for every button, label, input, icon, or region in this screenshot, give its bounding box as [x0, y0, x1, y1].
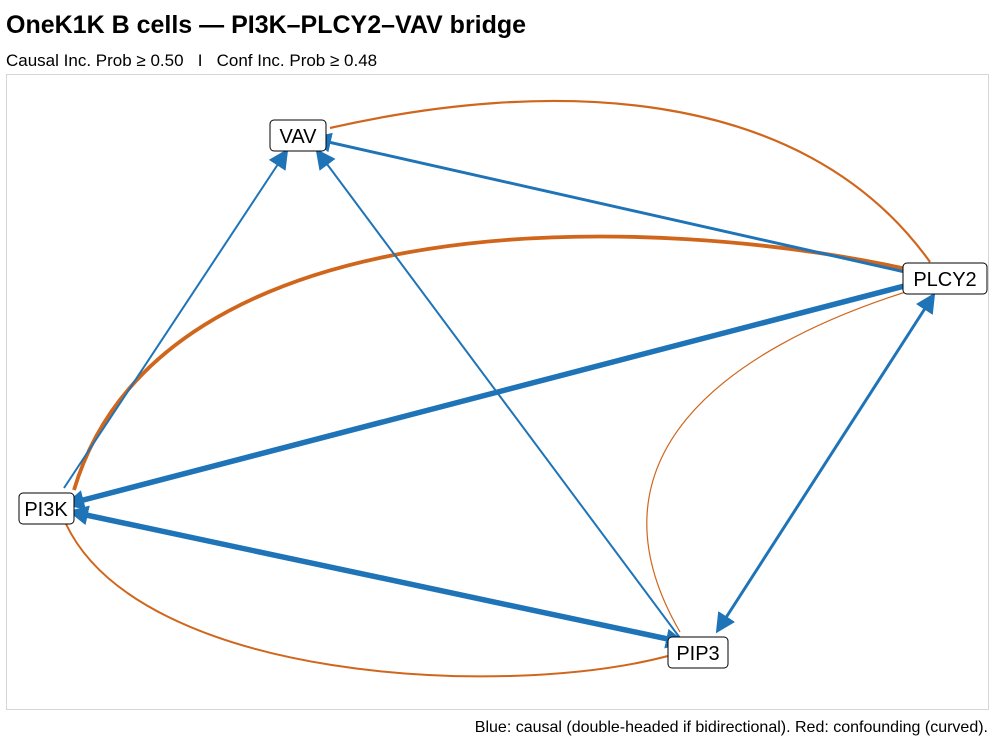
plot-panel: [6, 74, 989, 710]
node-label-plcy2: PLCY2: [913, 269, 976, 291]
edge-pip3-vav: [315, 148, 681, 639]
edge-pi3k-pip3-confounding: [65, 523, 669, 678]
node-label-pi3k: PI3K: [24, 499, 68, 521]
node-plcy2[interactable]: PLCY2: [902, 262, 988, 295]
edge-pi3k-plcy2-confounding: [72, 234, 921, 491]
edge-pi3k-vav: [63, 148, 289, 489]
diagram-title: OneK1K B cells — PI3K–PLCY2–VAV bridge: [6, 11, 527, 39]
node-pip3[interactable]: PIP3: [667, 636, 729, 669]
diagram-subtitle: Causal Inc. Prob ≥ 0.50 I Conf Inc. Prob…: [6, 51, 378, 70]
node-vav[interactable]: VAV: [269, 119, 327, 152]
edge-plcy2-vav: [311, 132, 906, 274]
legend-caption: Blue: causal (double-headed if bidirecti…: [474, 719, 988, 736]
node-label-pip3: PIP3: [676, 643, 719, 665]
edge-pip3-plcy2: [715, 292, 936, 634]
edge-plcy2-pi3k: [64, 281, 913, 510]
edge-pip3-pi3k: [68, 505, 686, 649]
node-label-vav: VAV: [279, 126, 317, 148]
edge-vav-plcy2-confounding: [329, 99, 931, 263]
node-pi3k[interactable]: PI3K: [18, 492, 75, 525]
